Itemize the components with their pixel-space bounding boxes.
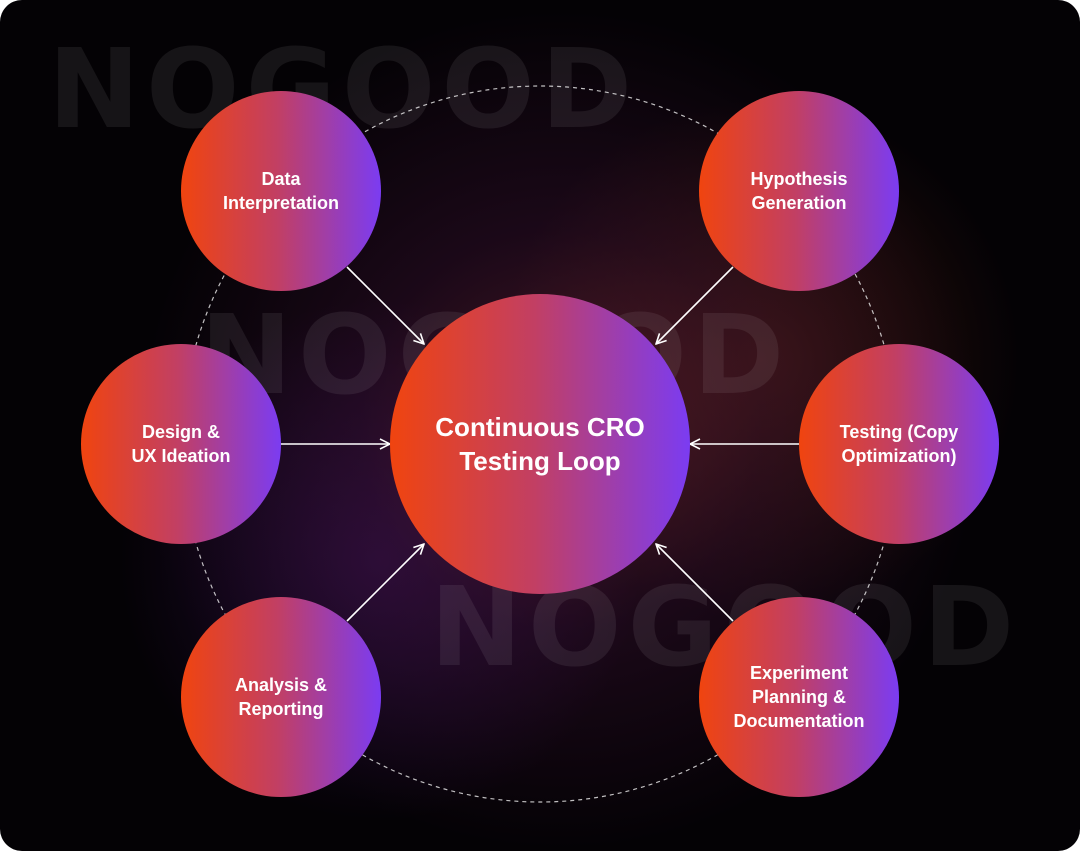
- node-label: Hypothesis Generation: [750, 169, 848, 213]
- node-label: Analysis & Reporting: [234, 675, 328, 719]
- center-node: Continuous CRO Testing Loop: [390, 294, 690, 594]
- node-label: Testing (Copy Optimization): [839, 422, 959, 466]
- arrow-data-to-center: [346, 266, 424, 344]
- node-label: Data Interpretation: [222, 169, 339, 213]
- arrow-hypothesis-to-center: [656, 266, 734, 344]
- arrow-experiment-to-center: [656, 544, 734, 622]
- node-experiment-planning: Experiment Planning & Documentation: [699, 597, 899, 797]
- node-data-interpretation: Data Interpretation: [181, 91, 381, 291]
- node-analysis-reporting: Analysis & Reporting: [181, 597, 381, 797]
- center-node-label: Continuous CRO Testing Loop: [435, 412, 645, 476]
- arrow-analysis-to-center: [346, 544, 424, 622]
- node-hypothesis-generation: Hypothesis Generation: [699, 91, 899, 291]
- node-design-ux-ideation: Design & UX Ideation: [81, 344, 281, 544]
- node-label: Experiment Planning & Documentation: [733, 663, 865, 731]
- node-label: Design & UX Ideation: [131, 422, 231, 466]
- node-testing-copy-optimization: Testing (Copy Optimization): [799, 344, 999, 544]
